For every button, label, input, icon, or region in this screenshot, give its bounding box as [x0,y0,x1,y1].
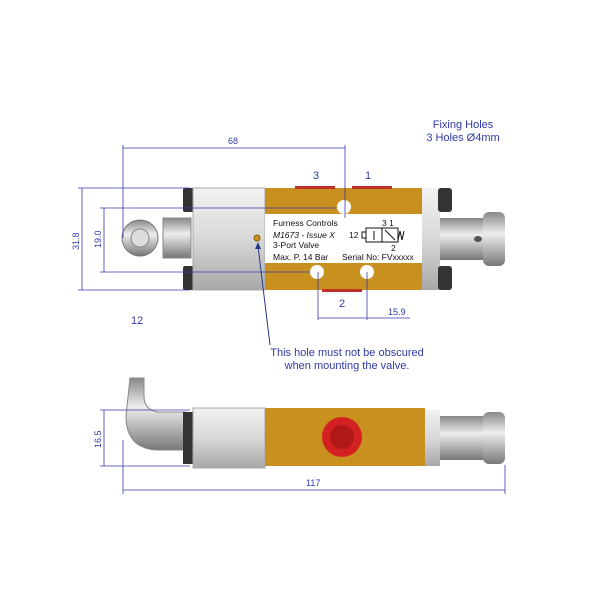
cap [183,188,195,212]
dim-16-5: 16.5 [93,430,103,448]
label-type: 3-Port Valve [273,240,319,250]
symbol-port-31: 3 1 [382,218,394,228]
symbol-port-2: 2 [391,243,396,253]
fixing-hole [310,265,324,279]
left-housing [192,187,266,291]
dim-31-8: 31.8 [71,232,81,250]
dim-15-9: 15.9 [388,307,406,317]
dim-19-0: 19.0 [93,230,103,248]
elbow-fitting-side [125,377,187,451]
port-2-label: 2 [339,298,345,310]
fixing-holes-title: Fixing Holes [433,119,494,131]
label-pressure: Max. P. 14 Bar [273,252,328,262]
symbol-port-12: 12 [349,230,359,240]
top-dimensions: 68 31.8 19.0 15.9 3 1 2 12 Fixing Holes … [71,119,500,372]
warning-note-line2: when mounting the valve. [284,360,410,372]
port-3-label: 3 [313,170,319,182]
side-view: 16.5 117 [93,377,506,494]
label-company: Furness Controls [273,218,338,228]
port-12-label: 12 [131,315,143,327]
hex-nut [162,217,192,259]
fixing-holes-detail: 3 Holes Ø4mm [426,132,499,144]
valve-symbol [361,227,405,243]
dim-68: 68 [228,136,238,146]
label-model: M1673 - Issue X [273,230,335,240]
fixing-hole [337,200,351,214]
label-serial: Serial No: FVxxxxx [342,252,415,262]
label-plate [265,214,422,263]
port-1-label: 1 [365,170,371,182]
warning-note-line1: This hole must not be obscured [270,347,423,359]
top-view: Furness Controls M1673 - Issue X 3-Port … [121,186,505,292]
dim-117: 117 [306,478,320,488]
vent-hole [253,234,261,242]
